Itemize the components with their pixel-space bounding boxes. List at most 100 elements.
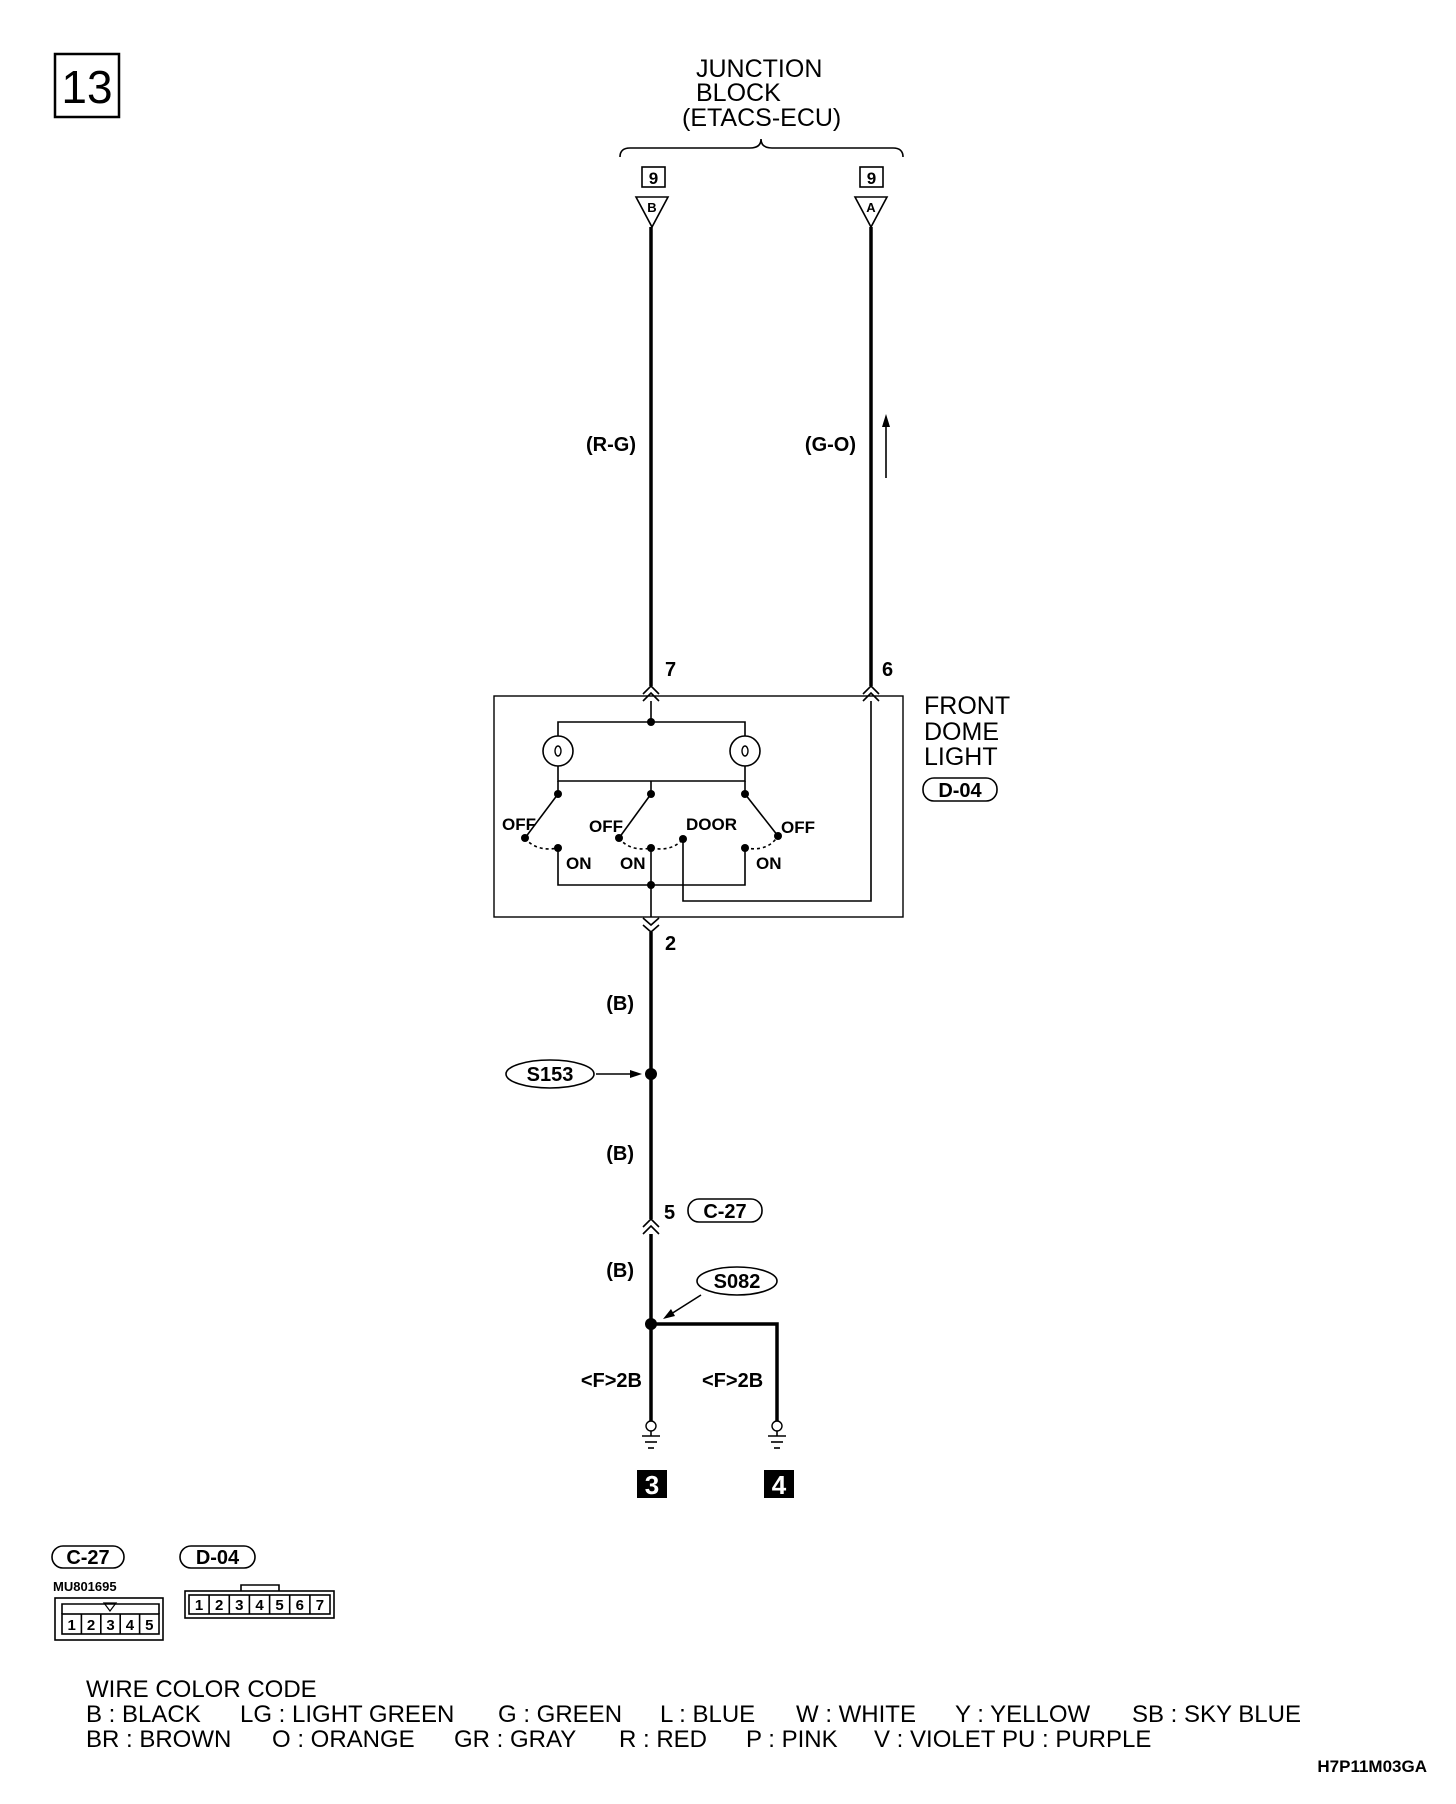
splice-s082-arrow-shaft [670, 1294, 702, 1315]
ground-point-4-badge [764, 1470, 794, 1498]
lamp-right-filament [741, 745, 749, 757]
connector-view-d04-pin: 1 [195, 1597, 203, 1614]
wire-color-code-entry: SB : SKY BLUE [1132, 1701, 1301, 1728]
connector-9-right-box [859, 166, 884, 188]
switch-left-arm [524, 793, 559, 839]
page-number: 13 [61, 61, 112, 113]
switch-right-off-label: OFF [781, 818, 815, 837]
connector-9-right-number: 9 [867, 169, 876, 188]
lamp-left-filament [554, 745, 562, 757]
wire-color-code-entry: R : RED [619, 1726, 707, 1753]
inline-connector-badge [687, 1198, 763, 1223]
wire-g-o-label: (G-O) [805, 434, 856, 456]
splice-s153-dot [645, 1068, 657, 1080]
front-dome-light-connector-label: D-04 [938, 780, 982, 802]
connector-view-c27-pin: 3 [106, 1617, 114, 1634]
ground-symbol-left [642, 1420, 660, 1449]
connector-pin-a-triangle [853, 196, 889, 229]
wire-r-g-label: (R-G) [586, 434, 636, 456]
ground-symbol-right [768, 1420, 786, 1449]
connector-view-c27-housing [54, 1597, 164, 1641]
switch-mid-on-label: ON [620, 854, 646, 873]
wire-color-code-entry: O : ORANGE [272, 1726, 415, 1753]
figure-code: H7P11M03GA [1317, 1757, 1427, 1776]
connector-view-c27-latch [61, 1603, 160, 1614]
connector-view-d04-housing [184, 1590, 335, 1619]
connector-9-left-number: 9 [649, 169, 658, 188]
wire-color-code-entry: BR : BROWN [86, 1726, 231, 1753]
connector-view-c27-key-icon [102, 1602, 118, 1612]
connector-pin-b-label: B [647, 200, 656, 215]
switch-right-on-label: ON [756, 854, 782, 873]
connector-view-c27-pin-row [61, 1613, 160, 1635]
wire-b-label-3: (B) [606, 1260, 634, 1282]
front-dome-light-box [493, 695, 904, 918]
wire-color-code-entry: G : GREEN [498, 1701, 622, 1728]
ground-point-4-label: 4 [772, 1470, 787, 1500]
connector-pin-b-triangle [634, 196, 670, 229]
connector-view-d04-badge [179, 1545, 256, 1569]
terminal-7: 7 [665, 659, 676, 681]
wire-color-code-entry: B : BLACK [86, 1701, 201, 1728]
wire-b-label-2: (B) [606, 1143, 634, 1165]
splice-s082-label: S082 [714, 1271, 761, 1293]
connector-view-c27-badge [51, 1545, 125, 1569]
switch-left-travel [524, 837, 559, 850]
ground-code-right: <F>2B [702, 1370, 763, 1392]
switch-mid-off-label: OFF [589, 817, 623, 836]
wire-b-branch [651, 1322, 779, 1421]
junction-block-line3: (ETACS-ECU) [682, 104, 841, 132]
lamp-right-icon [729, 735, 761, 767]
lamp-left-icon [542, 735, 574, 767]
switch-mid-arm [618, 793, 652, 839]
switch-right-travel [744, 835, 779, 850]
lamp-top-bus [557, 721, 746, 736]
connector-9-left-box [641, 166, 666, 188]
door-switch-circuit [682, 701, 872, 902]
connector-pin-a-label: A [866, 200, 876, 215]
splice-s153-badge [505, 1059, 595, 1089]
switch-right-arm [744, 793, 779, 837]
connector-view-d04-pin-row [188, 1594, 331, 1615]
junction-block-brace [619, 138, 904, 158]
connector-view-d04-pin: 4 [255, 1597, 264, 1614]
inline-connector-label: C-27 [703, 1201, 746, 1223]
wire-color-code-entry: V : VIOLET [874, 1726, 996, 1753]
terminal-6: 6 [882, 659, 893, 681]
switch-left-off-label: OFF [502, 815, 536, 834]
ground-code-left: <F>2B [581, 1370, 642, 1392]
switch-mid-door-label: DOOR [686, 815, 737, 834]
connector-view-c27-dividers [80, 1614, 141, 1634]
connector-view-d04-pin: 6 [296, 1597, 304, 1614]
front-dome-light-line1: FRONT [924, 692, 1010, 720]
wire-color-code-entry: P : PINK [746, 1726, 838, 1753]
connector-view-d04-pin: 3 [235, 1597, 243, 1614]
connector-view-d04-label: D-04 [196, 1547, 240, 1569]
page-number-box [53, 52, 121, 119]
wire-color-code-entry: PU : PURPLE [1002, 1726, 1151, 1753]
junction-block-line1: JUNCTION [696, 55, 822, 83]
wire-color-code-title: WIRE COLOR CODE [86, 1676, 317, 1703]
connector-view-d04-latch [240, 1584, 280, 1591]
connector-view-c27-pin: 4 [126, 1617, 135, 1634]
junction-block-line2: BLOCK [696, 79, 781, 107]
splice-s153-arrow-head [630, 1070, 642, 1078]
switch-left-on-label: ON [566, 854, 592, 873]
connector-view-c27-pin: 2 [87, 1617, 95, 1634]
connector-chevron-5 [642, 1217, 660, 1235]
wire-color-code-entry: Y : YELLOW [955, 1701, 1091, 1728]
connector-view-c27-pin: 5 [145, 1617, 153, 1634]
ground-point-3-badge [637, 1470, 667, 1498]
front-dome-light-connector-badge [922, 777, 998, 802]
connector-view-c27-label: C-27 [66, 1547, 109, 1569]
wire-b-label-1: (B) [606, 993, 634, 1015]
current-flow-arrow-head [882, 414, 890, 427]
connector-view-d04-pin: 5 [275, 1597, 283, 1614]
connector-view-d04-pin: 7 [316, 1597, 324, 1614]
splice-s082-arrow-head [663, 1309, 675, 1319]
splice-s153-label: S153 [527, 1064, 574, 1086]
connector-view-d04-dividers [208, 1595, 311, 1614]
terminal-2: 2 [665, 933, 676, 955]
